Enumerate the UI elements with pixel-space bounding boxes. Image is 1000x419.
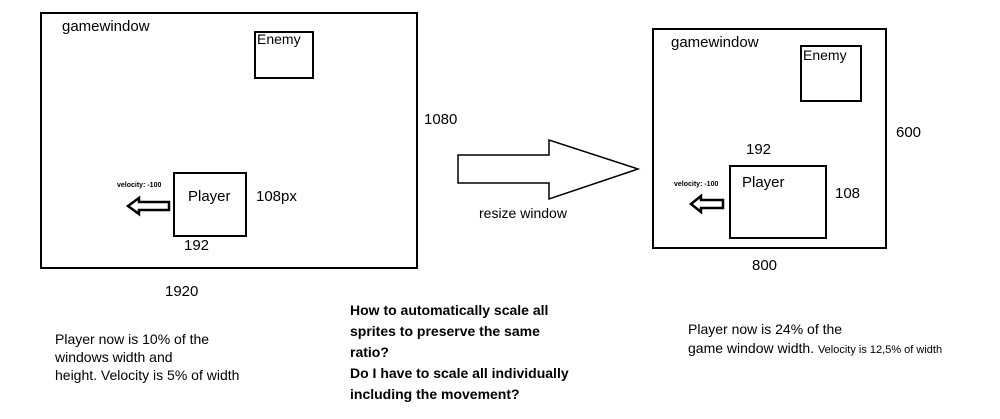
right-note-text: game window width. [688,340,815,356]
left-window-width-label: 1920 [165,283,199,300]
right-enemy-label: Enemy [803,47,847,63]
question-line: How to automatically scale all [350,302,549,318]
right-player-box [729,165,827,239]
right-velocity-arrow-icon [688,193,725,215]
resize-window-label: resize window [479,205,567,221]
right-window-height-label: 600 [896,124,922,141]
right-velocity-label: velocity: -100 [674,181,719,188]
right-window-width-label: 800 [752,257,778,274]
question-line: Do I have to scale all individually [350,365,569,381]
right-note-line: game window width. Velocity is 12,5% of … [688,339,942,360]
question-line: sprites to preserve the same [350,323,540,339]
question-line: ratio? [350,344,389,360]
left-note-line: Player now is 10% of the [55,331,210,347]
left-note-line: windows width and [55,349,173,365]
left-window-height-label: 1080 [424,111,458,128]
left-enemy-box [254,31,314,79]
right-player-label: Player [742,174,785,191]
right-player-width-label: 192 [746,141,772,158]
left-window-label: gamewindow [62,18,150,35]
left-note: Player now is 10% of the windows width a… [55,330,239,384]
right-player-height-label: 108 [835,185,861,202]
left-note-line: height. Velocity is 5% of width [55,367,240,383]
right-enemy-box [800,45,862,102]
left-player-width-label: 192 [184,237,210,254]
left-player-box [173,172,247,237]
left-velocity-arrow-icon [125,195,171,217]
resize-arrow-icon [457,138,641,201]
right-note-velocity: Velocity is 12,5% of width [817,344,943,356]
left-player-height-label: 108px [256,188,297,205]
question-line: including the movement? [350,386,520,402]
question-text: How to automatically scale all sprites t… [350,300,569,405]
right-note: Player now is 24% of the game window wid… [688,320,942,360]
right-window-label: gamewindow [671,34,759,51]
left-enemy-label: Enemy [257,31,301,47]
left-velocity-label: velocity: -100 [117,182,162,189]
left-player-label: Player [188,188,231,205]
right-note-line: Player now is 24% of the [688,321,843,337]
